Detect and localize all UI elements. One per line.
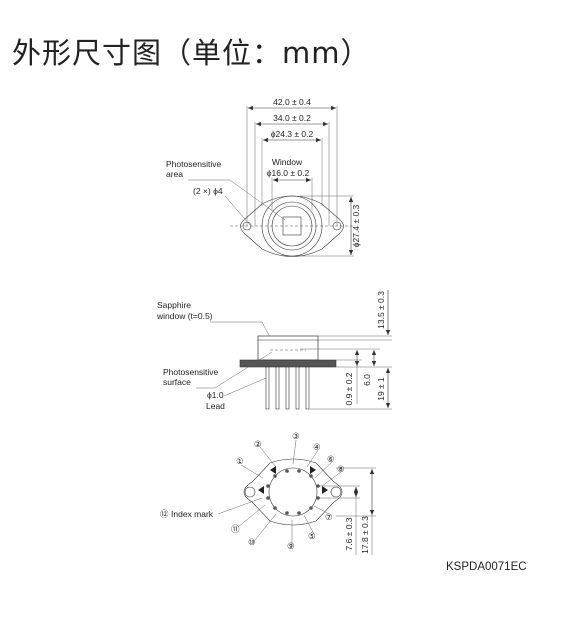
photosensitive-surface-label-2: surface (163, 377, 191, 387)
pin-4-label: ④ (313, 442, 321, 452)
bottom-hole-left (244, 486, 256, 498)
pin-2-label: ② (254, 439, 262, 449)
pin-7-label: ⑦ (325, 512, 333, 522)
dim-lead-b: 6.0 (362, 374, 372, 386)
dim-lead-c: 19 ± 1 (376, 377, 386, 401)
leads (265, 366, 310, 410)
bottom-cap-circle (268, 467, 318, 517)
sapphire-label-1: Sapphire (157, 300, 191, 310)
pin-12-label: ⑫ (160, 509, 169, 519)
holes-label: (2 ×) ϕ4 (193, 186, 223, 196)
dim-bottom-b: 17.8 ± 0.3 (360, 516, 370, 554)
bottom-view: ① ② ③ ④ ⑤ ⑥ ⑦ ⑧ ⑨ ⑩ ⑪ ⑫ Index mark 7.6 ±… (160, 431, 376, 555)
sapphire-label-2: window (t=0.5) (156, 311, 213, 321)
pin-9-label: ⑨ (287, 541, 295, 551)
dim-window-diameter: ϕ16.0 ± 0.2 (267, 168, 310, 178)
cap-body (257, 335, 319, 361)
dim-top: 13.5 ± 0.3 (376, 291, 386, 329)
pin-1-label: ① (236, 456, 244, 466)
lead-label: Lead (206, 401, 225, 411)
drawing-code: KSPDA0071EC (446, 561, 527, 573)
pin-6-label: ⑥ (327, 454, 335, 464)
dim-lead-a: 0.9 ± 0.2 (344, 372, 354, 405)
pin-dots (266, 469, 320, 515)
photosensitive-area-label-1: Photosensitive (166, 159, 222, 169)
flange-outline (240, 195, 344, 257)
pin-5-label: ⑤ (308, 531, 316, 541)
dim-overall-width: 42.0 ± 0.4 (273, 97, 311, 107)
lead-diameter-label: ϕ1.0 (207, 390, 224, 400)
pin-8-label: ⑧ (337, 464, 345, 474)
window-label: Window (272, 157, 303, 167)
dim-hole-pitch: 34.0 ± 0.2 (273, 113, 311, 123)
index-mark-label: Index mark (171, 509, 214, 519)
pin-11-label: ⑪ (231, 524, 240, 534)
pin-3-label: ③ (292, 431, 300, 441)
pin-10-label: ⑩ (248, 537, 256, 547)
photosensitive-surface-label-1: Photosensitive (163, 367, 219, 377)
dim-bottom-a: 7.6 ± 0.3 (344, 517, 354, 550)
side-view: Sapphire window (t=0.5) Photosensitive s… (156, 290, 392, 411)
side-flange (239, 359, 337, 368)
bottom-flange-outline (243, 458, 343, 526)
photosensitive-area-label-2: area (166, 169, 183, 179)
page-title: 外形尺寸图（单位：mm） (12, 36, 371, 70)
top-view: 42.0 ± 0.4 34.0 ± 0.2 ϕ24.3 ± 0.2 Window… (166, 97, 361, 257)
dim-cap-diameter: ϕ24.3 ± 0.2 (271, 129, 314, 139)
index-mark-icon (258, 486, 264, 494)
dim-height: ϕ27.4 ± 0.3 (351, 204, 361, 247)
bottom-hole-right (330, 486, 342, 498)
